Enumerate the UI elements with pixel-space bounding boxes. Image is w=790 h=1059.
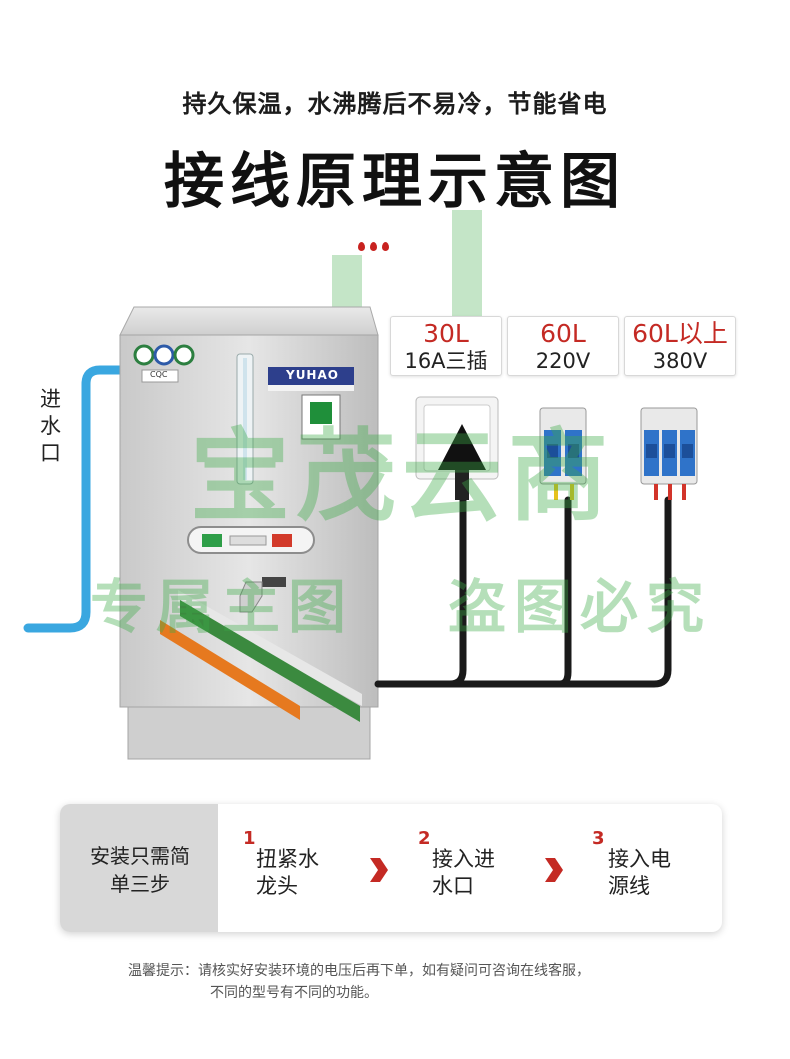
power-socket [415,396,499,500]
inlet-label: 进水口 [40,387,61,465]
wiring-diagram [23,306,698,760]
watermark-exclusive: 专属主图 [90,573,355,641]
spec-value: 380V [652,349,708,373]
step-text: 接入电源线 [608,847,671,898]
spec-box-30l: 30L 16A三插 [390,316,502,376]
breaker-two-pole [539,407,587,500]
watermark-shop-name: 宝茂云商 [190,418,614,535]
water-drops-icon [358,236,394,255]
boiler-cert-label: CQC [150,370,168,379]
step-text: 扭紧水龙头 [256,847,319,898]
water-boiler [119,306,379,760]
spec-box-60l: 60L 220V [507,316,619,376]
chevron-right-icon [545,858,563,882]
step-2: 2 [418,828,431,849]
step-number: 3 [592,828,605,849]
install-steps-panel: 安装只需简单三步 1 扭紧水龙头 2 接入进水口 3 接入电源线 [60,804,722,932]
step-3: 3 [592,828,605,849]
page-title: 接线原理示意图 [164,147,626,217]
spec-capacity: 30L [423,319,469,348]
step-1: 1 [243,828,256,849]
tip-line-2: 不同的型号有不同的功能。 [210,985,378,1001]
chevron-right-icon [370,858,388,882]
step-number: 2 [418,828,431,849]
spec-value: 16A三插 [404,349,488,373]
step-number: 1 [243,828,256,849]
boiler-brand: YUHAO [286,368,339,382]
step-text: 接入进水口 [432,847,495,898]
spec-capacity: 60L [540,319,586,348]
breaker-three-pole [640,407,698,500]
steps-heading: 安装只需简单三步 [90,844,190,896]
spec-box-60l-plus: 60L以上 380V [624,316,736,376]
spec-capacity: 60L以上 [632,319,728,348]
steps-panel-header [60,804,218,932]
subtitle: 持久保温，水沸腾后不易冷，节能省电 [182,90,608,118]
spec-value: 220V [535,349,591,373]
watermark-warning: 盗图必究 [448,573,713,641]
power-cables [374,496,672,688]
tip-line-1: 温馨提示：请核实好安装环境的电压后再下单，如有疑问可咨询在线客服， [128,963,590,979]
inlet-pipe [23,365,125,633]
